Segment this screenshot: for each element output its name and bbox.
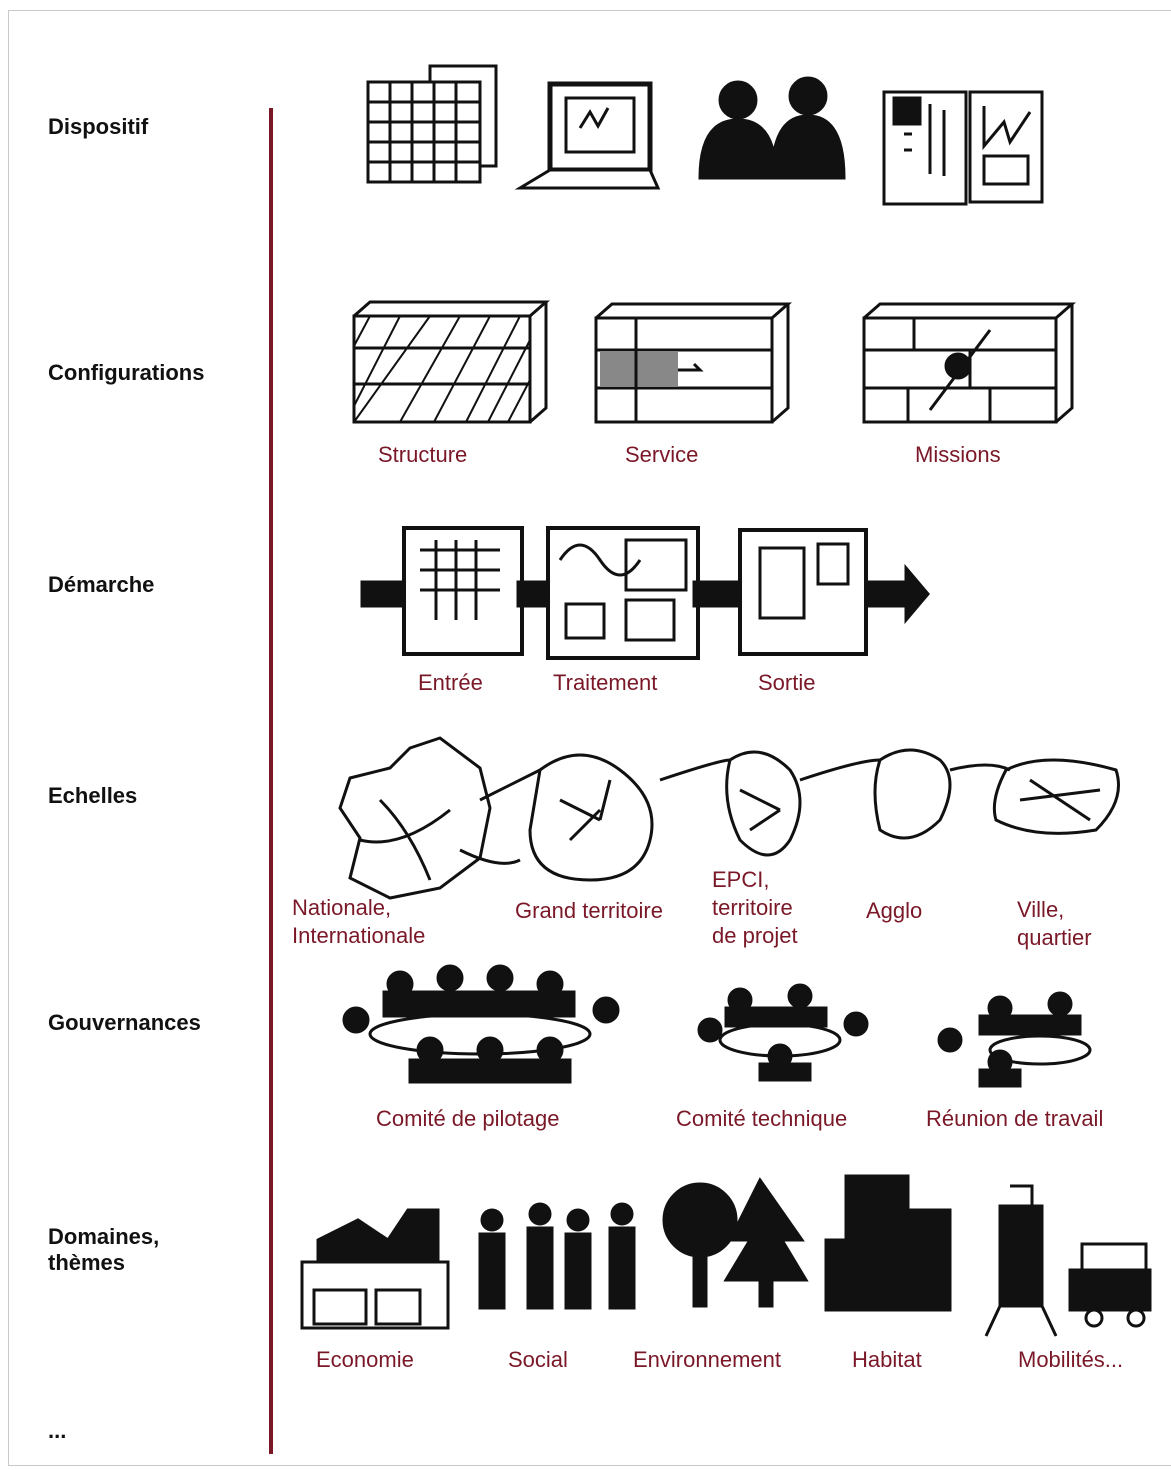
row-label-configurations: Configurations bbox=[48, 360, 205, 385]
caption-habitat: Habitat bbox=[852, 1347, 922, 1372]
caption-sortie: Sortie bbox=[758, 670, 816, 695]
caption-ville: Ville, quartier bbox=[1017, 897, 1092, 950]
caption-reunion-travail: Réunion de travail bbox=[926, 1106, 1104, 1131]
row-label-more: ... bbox=[48, 1418, 67, 1443]
buildings-icon bbox=[824, 1174, 952, 1312]
row-label-dispositif: Dispositif bbox=[48, 114, 149, 139]
structure-icon bbox=[352, 300, 550, 424]
row-label-echelles: Echelles bbox=[48, 783, 138, 808]
calendar-icon bbox=[366, 64, 498, 184]
people-icon bbox=[698, 76, 846, 180]
caption-epci: EPCI, territoire de projet bbox=[712, 867, 798, 948]
caption-traitement: Traitement bbox=[553, 670, 658, 695]
missions-icon bbox=[862, 302, 1076, 424]
transport-icon bbox=[984, 1184, 1152, 1337]
figure-frame bbox=[8, 10, 1171, 1466]
caption-nationale: Nationale, Internationale bbox=[292, 895, 426, 948]
factory-icon bbox=[300, 1208, 450, 1330]
row-label-demarche: Démarche bbox=[48, 572, 155, 597]
caption-mobilites: Mobilités... bbox=[1018, 1347, 1124, 1372]
caption-entree: Entrée bbox=[418, 670, 483, 695]
maps-icon bbox=[338, 736, 1120, 900]
caption-service: Service bbox=[625, 442, 699, 467]
caption-grand-territoire: Grand territoire bbox=[515, 898, 663, 923]
trees-icon bbox=[662, 1177, 809, 1308]
caption-structure: Structure bbox=[378, 442, 468, 467]
row-label-gouvernances: Gouvernances bbox=[48, 1010, 201, 1035]
family-icon bbox=[478, 1202, 636, 1310]
meeting-groups-icon bbox=[342, 964, 1092, 1088]
caption-agglo: Agglo bbox=[866, 898, 923, 923]
caption-comite-technique: Comité technique bbox=[676, 1106, 848, 1131]
caption-social: Social bbox=[508, 1347, 568, 1372]
service-icon bbox=[594, 302, 792, 424]
laptop-icon bbox=[514, 81, 661, 190]
caption-economie: Economie bbox=[316, 1347, 414, 1372]
documents-icon bbox=[882, 90, 1044, 206]
caption-environnement: Environnement bbox=[633, 1347, 781, 1372]
caption-missions: Missions bbox=[915, 442, 1001, 467]
vertical-divider bbox=[269, 108, 273, 1454]
process-flow-icon bbox=[360, 526, 930, 660]
caption-comite-pilotage: Comité de pilotage bbox=[376, 1106, 560, 1131]
row-label-domaines: Domaines, thèmes bbox=[48, 1224, 160, 1275]
